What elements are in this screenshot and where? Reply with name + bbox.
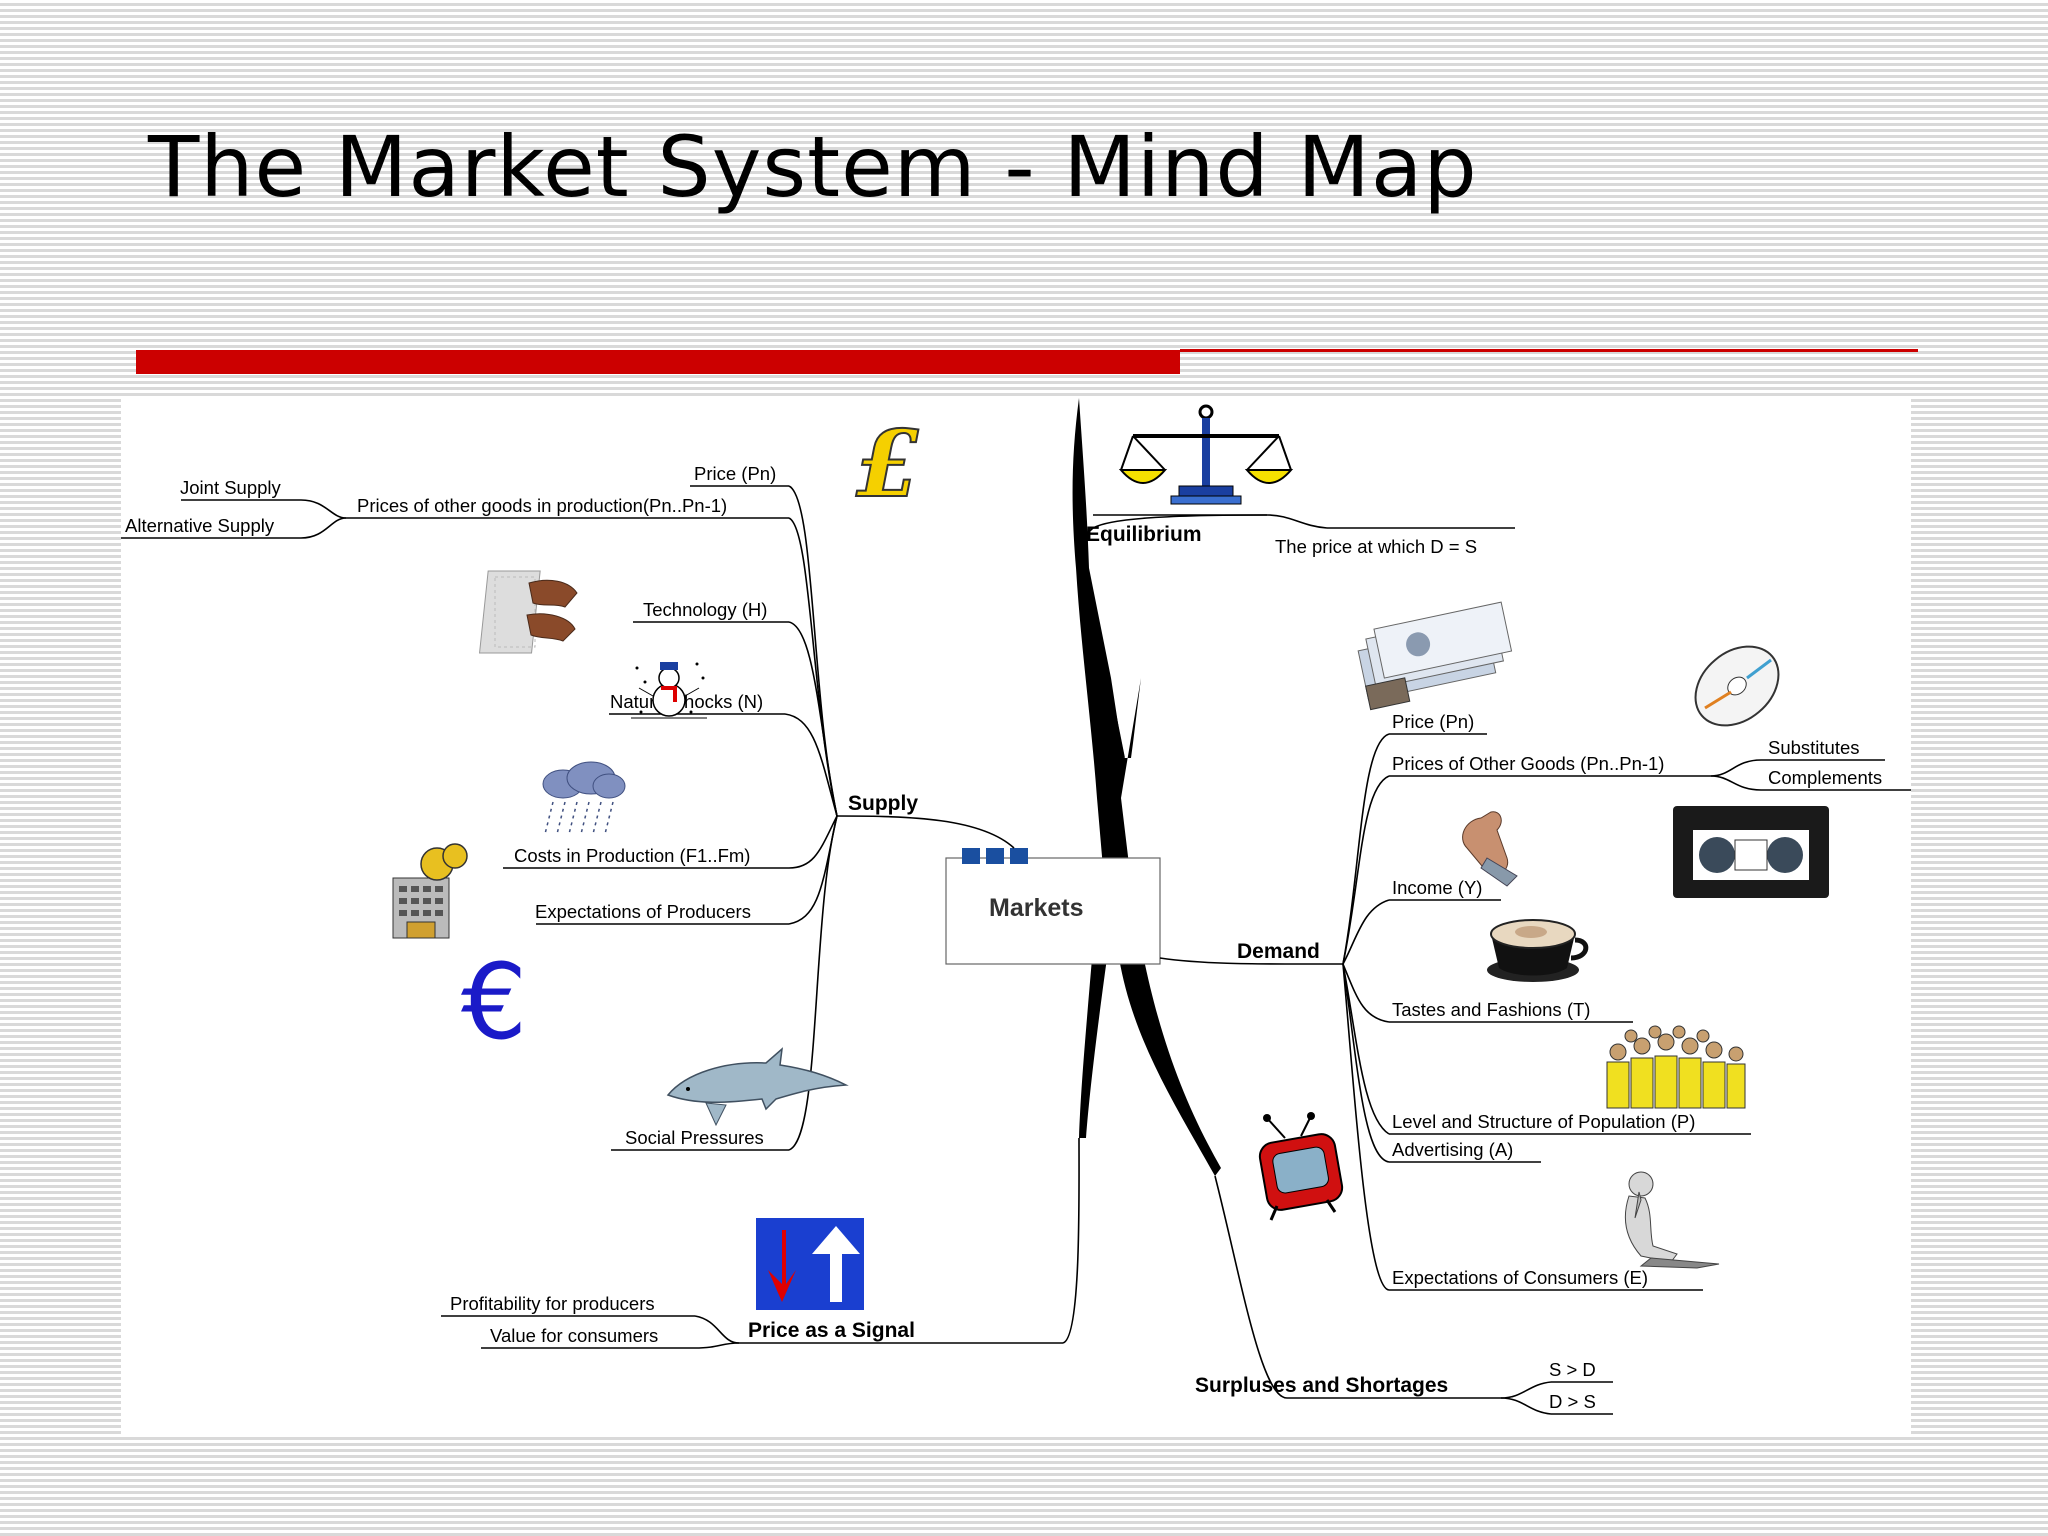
supply-child-prices-other: Prices of other goods in production(Pn..… — [357, 495, 727, 516]
svg-text:£: £ — [856, 410, 920, 518]
demand-sub-substitutes: Substitutes — [1768, 737, 1860, 758]
supply-sub-joint: Joint Supply — [180, 477, 282, 498]
svg-text:€: € — [461, 941, 527, 1063]
signal-node-label: Price as a Signal — [748, 1319, 915, 1342]
supply-child-expectations: Expectations of Producers — [535, 901, 751, 922]
demand-child-advertising: Advertising (A) — [1392, 1139, 1513, 1160]
demand-child-prices-other: Prices of Other Goods (Pn..Pn-1) — [1392, 753, 1664, 774]
map-trunk — [1072, 398, 1221, 1176]
demand-child-income: Income (Y) — [1392, 877, 1482, 898]
arrows-sign-icon — [756, 1218, 864, 1310]
surpluses-child-d-gt-s: D > S — [1549, 1391, 1596, 1412]
snowman-icon — [631, 662, 707, 719]
equilibrium-child: The price at which D = S — [1275, 536, 1477, 557]
demand-sub-complements: Complements — [1768, 767, 1882, 788]
euro-icon: € — [461, 941, 527, 1063]
surpluses-node-label: Surpluses and Shortages — [1195, 1374, 1448, 1397]
demand-child-price: Price (Pn) — [1392, 711, 1474, 732]
center-node[interactable]: Markets — [945, 848, 1161, 965]
supply-sub-alternative: Alternative Supply — [125, 515, 275, 536]
coin-bank-icon — [392, 843, 468, 939]
supply-child-costs: Costs in Production (F1..Fm) — [514, 845, 750, 866]
scales-icon — [1118, 404, 1294, 505]
crowd-icon — [1606, 1025, 1746, 1109]
equilibrium-node-label: Equilibrium — [1086, 523, 1202, 546]
money-icon — [1357, 601, 1513, 711]
mind-map-diagram: Markets — [121, 398, 1911, 1415]
demand-child-tastes: Tastes and Fashions (T) — [1392, 999, 1590, 1020]
cd-icon — [1694, 645, 1780, 727]
title-underline-thick — [136, 350, 1180, 374]
videotape-icon — [1673, 806, 1829, 898]
supply-node-label: Supply — [848, 792, 918, 815]
demand-child-population: Level and Structure of Population (P) — [1392, 1111, 1695, 1132]
map-trunk-spike — [1097, 698, 1125, 758]
center-node-label: Markets — [989, 894, 1084, 922]
hand-icon — [1462, 811, 1518, 887]
title-underline-thin — [1180, 349, 1918, 352]
pound-icon: £ — [855, 409, 921, 519]
keyboard-icon — [478, 570, 578, 654]
coffee-icon — [1487, 919, 1589, 982]
signal-child-value: Value for consumers — [490, 1325, 658, 1346]
supply-child-social: Social Pressures — [625, 1127, 764, 1148]
supply-child-price: Price (Pn) — [694, 463, 776, 484]
slide-title: The Market System - Mind Map — [148, 118, 1478, 216]
television-icon — [1258, 1112, 1344, 1221]
rain-cloud-icon — [542, 761, 626, 835]
signal-child-profitability: Profitability for producers — [450, 1293, 655, 1314]
supply-child-natural-shocks: Natural shocks (N) — [610, 691, 763, 712]
supply-child-technology: Technology (H) — [643, 599, 767, 620]
demand-child-expectations: Expectations of Consumers (E) — [1392, 1267, 1648, 1288]
mind-map-panel: Markets — [121, 398, 1911, 1434]
dolphin-icon — [666, 1047, 849, 1127]
demand-node-label: Demand — [1237, 940, 1320, 963]
thinker-icon — [1624, 1171, 1720, 1269]
surpluses-child-s-gt-d: S > D — [1549, 1359, 1596, 1380]
